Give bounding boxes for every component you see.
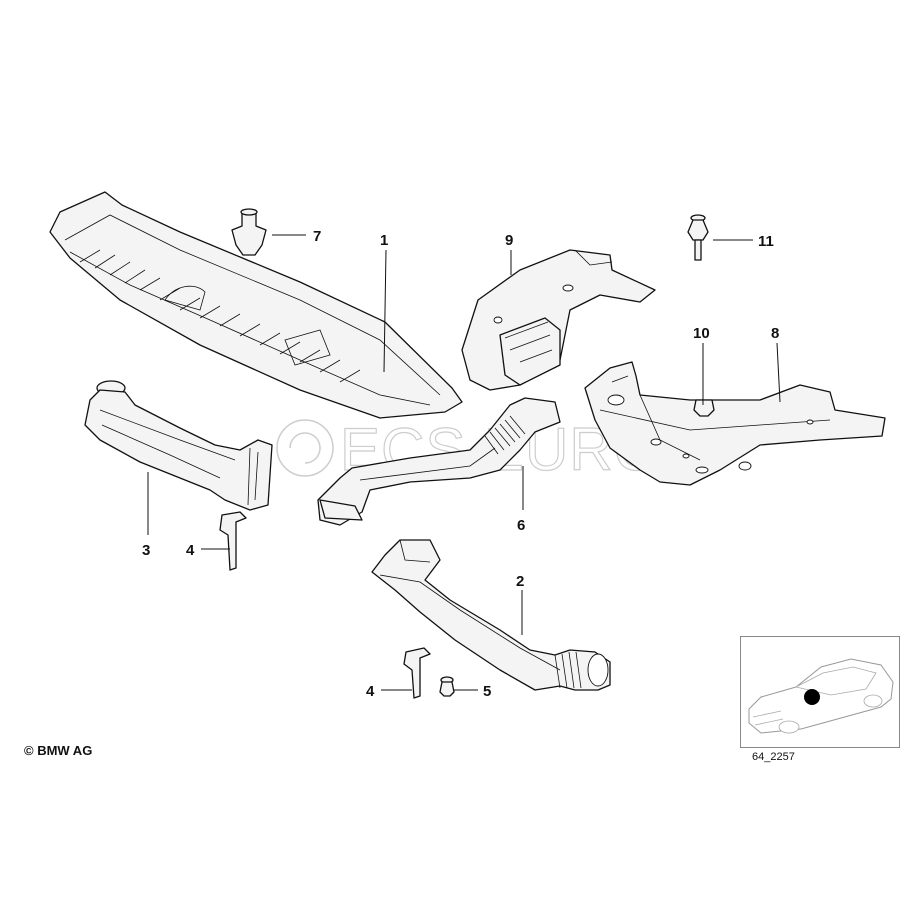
part-5-screw bbox=[439, 676, 455, 697]
leader-lines bbox=[147, 234, 781, 691]
location-marker bbox=[804, 689, 820, 705]
copyright-text: © BMW AG bbox=[24, 743, 93, 758]
callout-9: 9 bbox=[505, 232, 513, 249]
part-4-clip-upper bbox=[219, 511, 247, 571]
callout-11: 11 bbox=[758, 233, 774, 250]
part-1-air-duct-panel bbox=[49, 191, 463, 419]
part-2-air-duct bbox=[371, 539, 611, 691]
callout-4-upper: 4 bbox=[186, 542, 195, 559]
car-sketch bbox=[748, 658, 894, 734]
part-4-clip-lower bbox=[403, 647, 431, 699]
callout-3: 3 bbox=[142, 542, 150, 559]
callout-2: 2 bbox=[516, 573, 524, 590]
callout-labels: 1 7 9 11 10 8 6 3 4 2 4 5 bbox=[142, 228, 779, 700]
callout-1: 1 bbox=[380, 232, 388, 249]
callout-5: 5 bbox=[483, 683, 491, 700]
part-9-bracket bbox=[461, 249, 656, 391]
part-3-air-duct bbox=[84, 380, 273, 511]
part-6-air-duct bbox=[317, 397, 561, 526]
part-10-nut bbox=[693, 399, 715, 417]
part-11-bolt bbox=[687, 214, 709, 261]
vehicle-location-thumbnail bbox=[740, 636, 900, 748]
diagram-code: 64_2257 bbox=[752, 751, 795, 763]
part-8-shield bbox=[584, 361, 886, 486]
callout-10: 10 bbox=[693, 325, 710, 342]
callout-4-lower: 4 bbox=[366, 683, 375, 700]
part-7-clip bbox=[231, 208, 267, 256]
callout-7: 7 bbox=[313, 228, 321, 245]
callout-6: 6 bbox=[517, 517, 525, 534]
callout-8: 8 bbox=[771, 325, 779, 342]
